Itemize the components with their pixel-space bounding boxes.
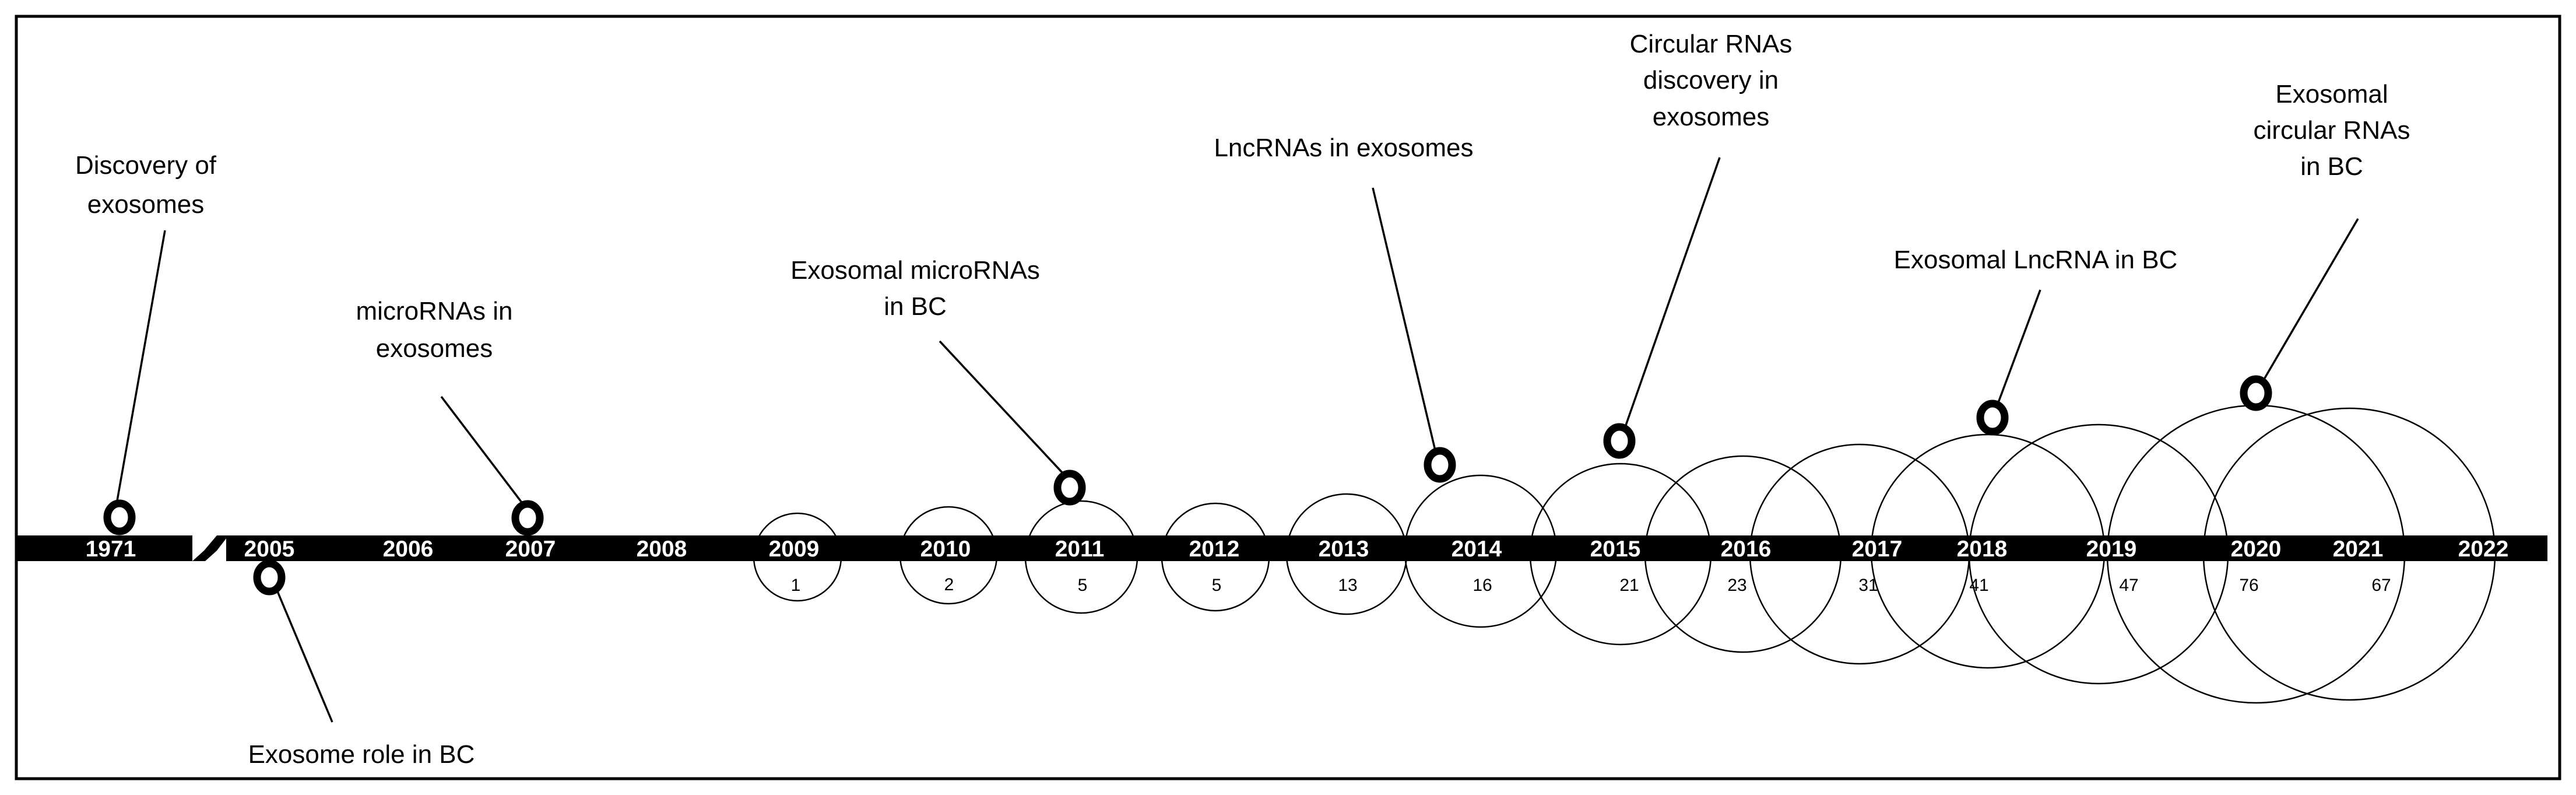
milestone-label-circular-rnas-discovery: Circular RNAs discovery in exosomes xyxy=(1630,30,1793,131)
milestone-marker-exosome-role-in-bc xyxy=(253,559,286,596)
milestone-marker-circular-rnas-discovery xyxy=(1603,423,1636,459)
timeline-break xyxy=(192,535,229,561)
milestone-markers xyxy=(103,375,2272,596)
milestone-label-line: exosomes xyxy=(376,334,493,363)
bubble-2019 xyxy=(1968,423,2229,685)
year-label-2012: 2012 xyxy=(1189,537,1240,562)
year-label-2005: 2005 xyxy=(244,537,295,562)
year-label-2021: 2021 xyxy=(2333,537,2384,562)
year-label-1971: 1971 xyxy=(86,537,136,562)
bubble-2010 xyxy=(899,506,998,605)
milestone-connectors xyxy=(115,157,2359,723)
publication-counts: 1 2 5 5 13 16 21 23 31 41 47 76 67 xyxy=(791,575,2391,595)
connector-exosomal-lncrna-in-bc xyxy=(1997,289,2041,403)
bubble-2009 xyxy=(753,512,842,602)
count-label-2019: 47 xyxy=(2119,576,2138,595)
connector-lncrnas-in-exosomes xyxy=(1372,187,1436,451)
milestone-label-exosomal-lncrna-in-bc: Exosomal LncRNA in BC xyxy=(1894,246,2178,274)
bubble-2014 xyxy=(1404,474,1558,628)
connector-exosomal-micrornas-in-bc xyxy=(939,340,1063,474)
timeline-bar-taper xyxy=(226,535,350,561)
year-labels: 1971 2005 2006 2007 2008 2009 2010 2011 2012 2013… xyxy=(86,537,2509,562)
year-label-2006: 2006 xyxy=(383,537,434,562)
milestone-label-line: discovery in xyxy=(1643,66,1779,94)
milestone-label-exosomal-micrornas-in-bc: Exosomal microRNAs in BC xyxy=(790,256,1040,321)
bubble-2012 xyxy=(1161,502,1270,612)
milestone-label-micrornas-in-exosomes: microRNAs in exosomes xyxy=(356,297,513,363)
count-label-2012: 5 xyxy=(1212,576,1222,595)
year-label-2014: 2014 xyxy=(1452,537,1502,562)
milestone-label-line: in BC xyxy=(884,292,947,321)
count-label-2010: 2 xyxy=(944,575,954,594)
milestone-label-line: Exosomal LncRNA in BC xyxy=(1894,246,2178,274)
year-label-2007: 2007 xyxy=(505,537,556,562)
milestone-label-line: in BC xyxy=(2300,152,2363,181)
milestone-marker-exosomal-micrornas-in-bc xyxy=(1053,470,1086,506)
count-label-2021: 67 xyxy=(2371,576,2391,595)
timeline-bar-left xyxy=(17,535,192,561)
year-label-2015: 2015 xyxy=(1590,537,1641,562)
count-label-2020: 76 xyxy=(2239,576,2258,595)
milestone-label-line: Exosome role in BC xyxy=(248,740,475,769)
milestone-label-lncrnas-in-exosomes: LncRNAs in exosomes xyxy=(1214,134,1473,162)
bubble-2021 xyxy=(2202,407,2496,701)
milestone-marker-discovery-of-exosomes xyxy=(103,499,136,535)
year-label-2011: 2011 xyxy=(1055,537,1105,562)
bubble-2013 xyxy=(1285,493,1408,615)
connector-discovery-of-exosomes xyxy=(115,230,166,505)
year-label-2009: 2009 xyxy=(769,537,820,562)
milestone-label-line: exosomes xyxy=(87,190,205,219)
milestone-label-line: Circular RNAs xyxy=(1630,30,1793,58)
year-label-2019: 2019 xyxy=(2086,537,2137,562)
year-label-2018: 2018 xyxy=(1957,537,2008,562)
year-label-2022: 2022 xyxy=(2458,537,2509,562)
milestone-label-line: exosomes xyxy=(1653,103,1770,131)
count-label-2016: 23 xyxy=(1727,576,1746,595)
year-label-2008: 2008 xyxy=(637,537,687,562)
year-label-2013: 2013 xyxy=(1319,537,1369,562)
timeline-bar-right xyxy=(226,535,2547,561)
milestone-label-discovery-of-exosomes: Discovery of exosomes xyxy=(75,151,217,219)
count-label-2014: 16 xyxy=(1472,576,1492,595)
count-label-2011: 5 xyxy=(1078,576,1088,595)
milestone-label-exosome-role-in-bc: Exosome role in BC xyxy=(248,740,475,769)
milestone-label-line: Exosomal xyxy=(2275,80,2388,108)
connector-exosomal-circular-rnas-in-bc xyxy=(2263,218,2359,380)
count-label-2017: 31 xyxy=(1858,576,1878,595)
connector-micrornas-in-exosomes xyxy=(440,395,524,505)
connector-circular-rnas-discovery xyxy=(1624,157,1721,428)
count-label-2013: 13 xyxy=(1338,576,1357,595)
milestone-marker-lncrnas-in-exosomes xyxy=(1424,447,1456,483)
count-label-2009: 1 xyxy=(791,576,801,595)
publication-bubbles xyxy=(753,404,2496,704)
milestone-marker-exosomal-circular-rnas-in-bc xyxy=(2240,375,2272,411)
count-label-2018: 41 xyxy=(1969,576,1988,595)
bubble-2016 xyxy=(1644,455,1842,653)
year-label-2010: 2010 xyxy=(920,537,971,562)
bubble-2011 xyxy=(1024,500,1138,614)
milestone-label-line: circular RNAs xyxy=(2254,116,2410,145)
connector-exosome-role-in-bc xyxy=(276,591,333,723)
year-label-2020: 2020 xyxy=(2231,537,2282,562)
year-label-2017: 2017 xyxy=(1852,537,1903,562)
milestone-label-line: Discovery of xyxy=(75,151,217,180)
milestone-label-line: LncRNAs in exosomes xyxy=(1214,134,1473,162)
figure-border xyxy=(15,15,2561,780)
milestone-marker-micrornas-in-exosomes xyxy=(511,500,544,536)
milestone-label-line: Exosomal microRNAs xyxy=(790,256,1040,285)
bubble-2015 xyxy=(1529,463,1712,646)
milestone-label-exosomal-circular-rnas-in-bc: Exosomal circular RNAs in BC xyxy=(2254,80,2410,181)
milestone-label-line: microRNAs in xyxy=(356,297,513,325)
count-label-2015: 21 xyxy=(1619,576,1639,595)
year-label-2016: 2016 xyxy=(1721,537,1772,562)
milestone-marker-exosomal-lncrna-in-bc xyxy=(1976,400,2009,436)
